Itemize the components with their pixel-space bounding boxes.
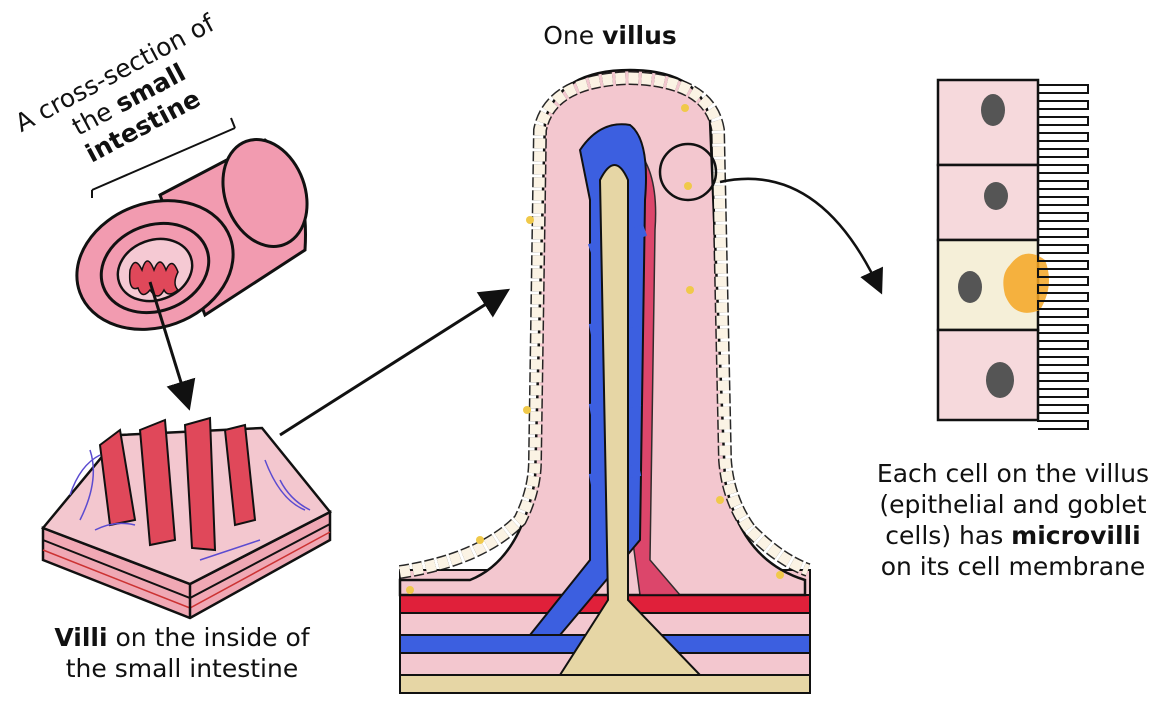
cell-label: Each cell on the villus (epithelial and … [858, 458, 1168, 582]
cell-line4: on its cell membrane [858, 551, 1168, 582]
one-villus-pre: One [543, 21, 602, 50]
cell-line3-bold: microvilli [1011, 521, 1141, 550]
villi-line2: the small intestine [22, 653, 342, 684]
arrow-to-cells [720, 179, 880, 290]
villi-bold: Villi [54, 623, 107, 652]
epithelial-cells [938, 80, 1088, 429]
one-villus-bold: villus [602, 21, 677, 50]
villi-line1-rest: on the inside of [108, 623, 310, 652]
cell-line2: (epithelial and goblet [858, 489, 1168, 520]
one-villus-label: One villus [520, 20, 700, 51]
villi-label: Villi on the inside of the small intesti… [22, 622, 342, 684]
arrow-to-villus [280, 292, 505, 435]
villus [400, 70, 810, 693]
cell-line1: Each cell on the villus [858, 458, 1168, 489]
cell-line3-pre: cells) has [885, 521, 1011, 550]
villi-block [43, 418, 330, 618]
